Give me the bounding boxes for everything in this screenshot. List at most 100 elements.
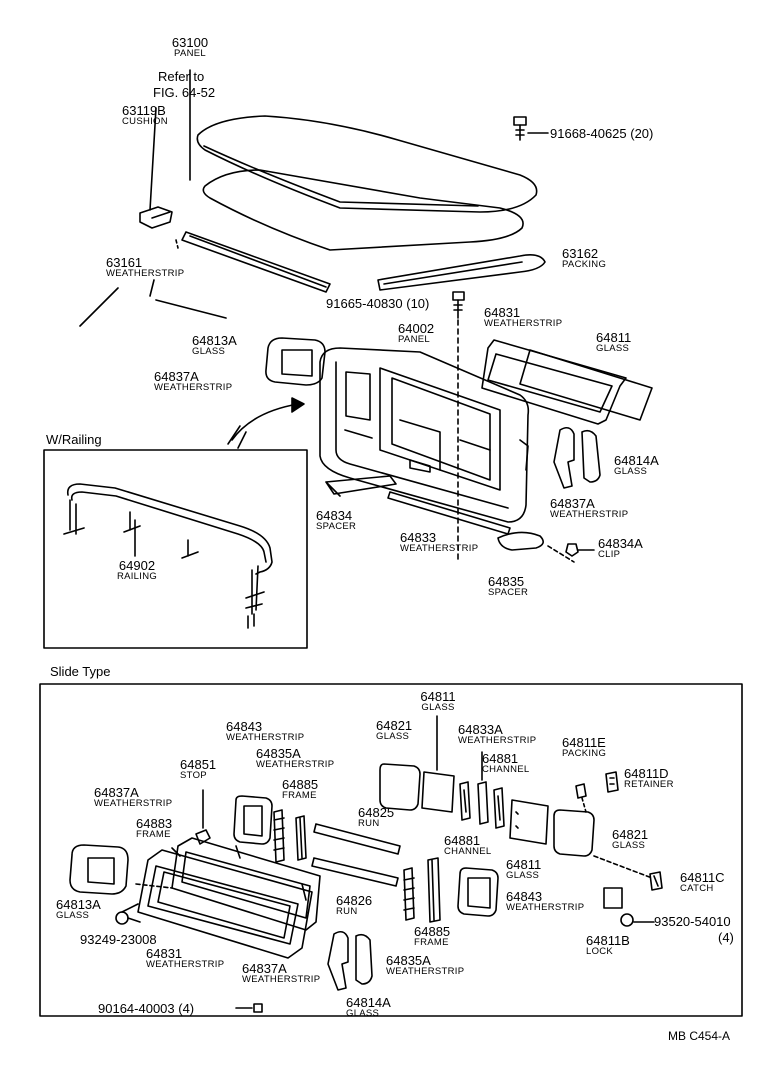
clip-64834A	[547, 543, 595, 563]
retainer-64811D	[605, 771, 619, 793]
document-code: MB C454-A	[668, 1029, 731, 1043]
slide-type-title: Slide Type	[50, 664, 111, 679]
slide-type-frame	[39, 683, 743, 1017]
label-91668: 91668-40625 (20)	[550, 126, 654, 141]
leader-lines-top	[79, 69, 227, 327]
frame-64885-a	[295, 815, 307, 861]
glass-64821-a	[379, 763, 421, 811]
back-panel-64002	[319, 347, 530, 523]
inset-railing-frame	[43, 449, 308, 649]
glass-64814A	[553, 426, 601, 489]
screw-93520	[620, 913, 655, 927]
label-s-93520-qty: (4)	[718, 930, 734, 945]
leader-lines-slide	[135, 845, 307, 901]
glass-64813A	[265, 337, 326, 386]
packing-63162	[377, 254, 546, 291]
glass-64811	[519, 349, 653, 421]
weatherstrip-64843-b	[457, 867, 499, 917]
weatherstrip-64831-slide	[137, 849, 313, 959]
weatherstrip-64831	[481, 339, 627, 425]
weatherstrip-64835A-b	[403, 867, 415, 921]
spacer-64835	[497, 531, 544, 551]
weatherstrip-64833A	[477, 751, 489, 825]
channel-64881-a	[459, 781, 471, 821]
glass-64811-b	[509, 799, 549, 845]
lock-64811B	[603, 887, 623, 909]
weatherstrip-63161	[181, 231, 331, 293]
cushion-63119B	[139, 206, 173, 229]
weatherstrip-64843-a	[233, 795, 273, 845]
glass-64813A-slide	[69, 844, 129, 895]
weatherstrip-64833	[387, 491, 511, 535]
glass-64814A-slide	[327, 930, 373, 991]
bolt-91668	[513, 116, 549, 141]
screw-90164	[235, 1003, 263, 1013]
weatherstrip-64835A-a	[273, 809, 285, 863]
bolt-91665	[452, 291, 465, 561]
stop-64851	[195, 789, 211, 845]
screw-93249	[115, 903, 141, 925]
run-64826	[311, 857, 399, 887]
spacer-64834	[325, 475, 397, 497]
packing-64811E	[575, 783, 587, 813]
channel-64881-b	[493, 787, 505, 829]
arrow-to-panel	[227, 397, 305, 449]
label-s-93520: 93520-54010	[654, 914, 731, 929]
glass-64811-a	[421, 715, 455, 813]
run-64825	[313, 823, 401, 855]
catch-64811C	[593, 855, 663, 891]
railing-64902	[63, 483, 273, 629]
inset-railing-title: W/Railing	[46, 432, 102, 447]
glass-64821-b	[553, 809, 595, 857]
label-refer-to: Refer to	[158, 69, 205, 84]
label-fig-ref: FIG. 64-52	[153, 85, 216, 100]
label-91665: 91665-40830 (10)	[326, 296, 430, 311]
inner-panel	[202, 169, 524, 251]
frame-64885-b	[427, 857, 441, 923]
